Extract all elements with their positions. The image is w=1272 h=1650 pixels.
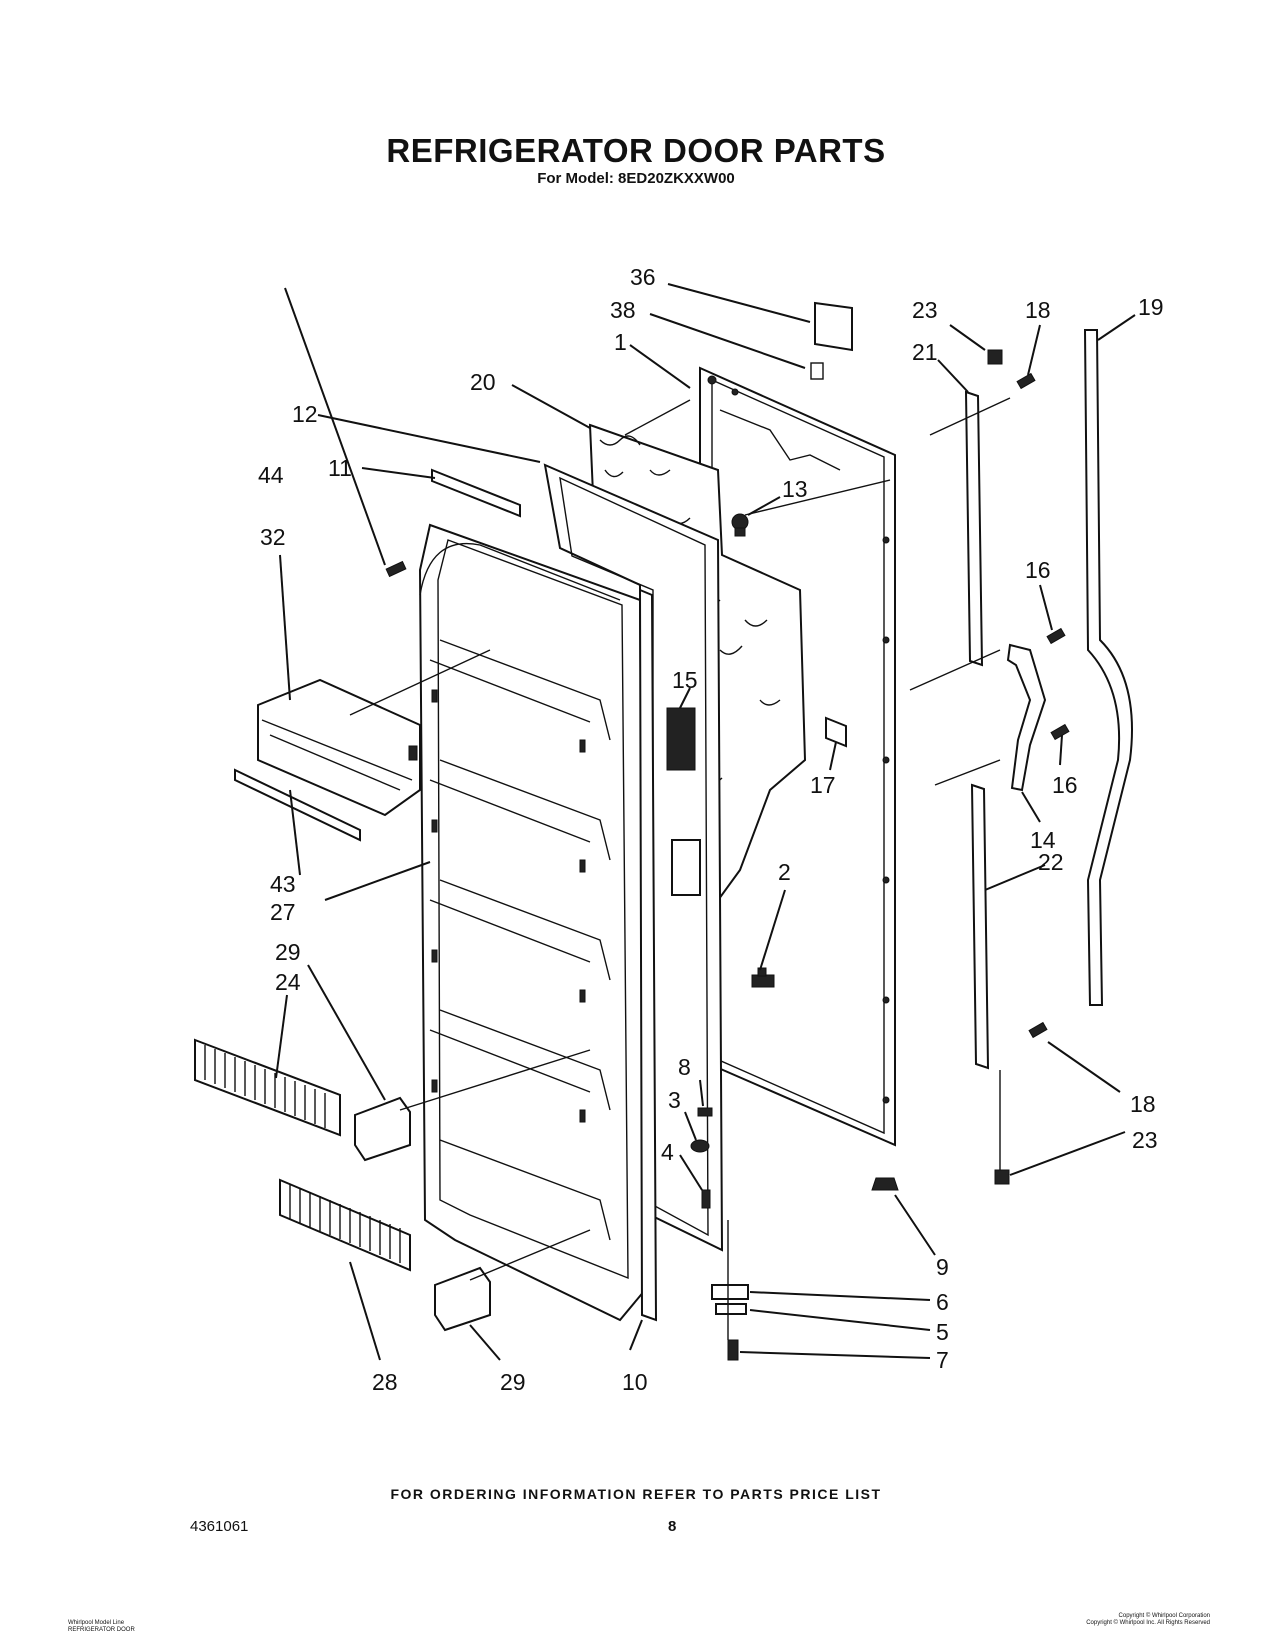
callout-13: 13 xyxy=(782,476,808,502)
part-21-upper-trim xyxy=(964,390,984,667)
part-15-pad-lower xyxy=(671,839,701,896)
part-28-shelf-rail xyxy=(279,1178,411,1272)
callout-2: 2 xyxy=(778,859,791,885)
part-4-screw xyxy=(701,1189,711,1209)
callout-5: 5 xyxy=(936,1319,949,1345)
callout-14: 14 xyxy=(1030,827,1056,853)
callout-27: 27 xyxy=(270,899,296,925)
footer-small-left-line2: REFRIGERATOR DOOR xyxy=(68,1627,135,1633)
part-44-screw xyxy=(385,560,407,578)
assembly-guide-lines xyxy=(349,397,1011,1340)
callout-24: 24 xyxy=(275,969,301,995)
callout-11: 11 xyxy=(328,455,352,481)
part-36-label-plate xyxy=(814,301,853,352)
callout-20: 20 xyxy=(470,369,496,395)
footer-small-right: Copyright © Whirlpool Corporation Copyri… xyxy=(1086,1613,1210,1627)
part-9-hinge-pin xyxy=(871,1177,899,1191)
callout-43: 43 xyxy=(270,871,296,897)
page-title: REFRIGERATOR DOOR PARTS xyxy=(386,132,886,169)
footer-small-right-line2: Copyright © Whirlpool Inc. All Rights Re… xyxy=(1086,1620,1210,1626)
callout-leaders xyxy=(275,283,1136,1361)
part-5-spacer xyxy=(715,1303,747,1315)
callout-36: 36 xyxy=(630,264,656,290)
ordering-note: FOR ORDERING INFORMATION REFER TO PARTS … xyxy=(390,1486,882,1502)
part-29-end-cap-upper xyxy=(354,1096,411,1162)
part-13-bumper xyxy=(731,513,749,537)
callout-7: 7 xyxy=(936,1347,949,1373)
part-6-hinge-bracket xyxy=(711,1284,749,1300)
part-3-bushing xyxy=(690,1139,710,1153)
part-10-edge-strip xyxy=(638,588,658,1322)
callout-32: 32 xyxy=(260,524,286,550)
callout-28: 28 xyxy=(372,1369,398,1395)
callout-18-lower: 18 xyxy=(1130,1091,1156,1117)
footer-small-left-line1: Whirlpool Model Line xyxy=(68,1620,125,1626)
callout-23-upper: 23 xyxy=(912,297,938,323)
callout-10: 10 xyxy=(622,1369,648,1395)
part-23-cap-upper xyxy=(987,349,1003,365)
callout-44: 44 xyxy=(258,462,284,488)
callout-18-upper: 18 xyxy=(1025,297,1051,323)
callout-9: 9 xyxy=(936,1254,949,1280)
part-17-clip xyxy=(825,716,847,748)
part-18-screw-lower xyxy=(1028,1021,1048,1039)
model-subtitle: For Model: 8ED20ZKXXW00 xyxy=(537,170,735,187)
callout-3: 3 xyxy=(668,1087,681,1113)
callout-23-lower: 23 xyxy=(1132,1127,1158,1153)
callout-12: 12 xyxy=(292,401,318,427)
part-38-tag xyxy=(810,362,824,380)
part-11-top-strip xyxy=(431,468,521,518)
callout-38: 38 xyxy=(610,297,636,323)
part-22-lower-trim xyxy=(970,783,990,1070)
callout-16-lower: 16 xyxy=(1052,772,1078,798)
callout-4: 4 xyxy=(661,1139,674,1165)
part-18-screw-upper xyxy=(1016,372,1036,390)
part-16-screw-upper xyxy=(1046,627,1066,645)
callout-17: 17 xyxy=(810,772,836,798)
callout-29-lower: 29 xyxy=(500,1369,526,1395)
callout-1: 1 xyxy=(614,329,627,355)
part-27-inner-door-liner xyxy=(418,523,647,1322)
callout-22: 22 xyxy=(1038,849,1064,875)
callout-16-upper: 16 xyxy=(1025,557,1051,583)
callout-19: 19 xyxy=(1138,294,1164,320)
callout-29-upper: 29 xyxy=(275,939,301,965)
callout-15: 15 xyxy=(672,667,698,693)
part-7-screw xyxy=(727,1339,739,1361)
part-43-trim-strip xyxy=(234,768,361,842)
page-number: 8 xyxy=(668,1518,677,1535)
part-32-dairy-door xyxy=(257,678,421,817)
callout-6: 6 xyxy=(936,1289,949,1315)
callout-8: 8 xyxy=(678,1054,691,1080)
part-19-gasket-strip xyxy=(1083,329,1133,1006)
part-15-pad-upper xyxy=(666,707,696,771)
callout-labels: 36 38 1 20 12 11 44 32 13 23 18 19 21 16… xyxy=(258,264,1164,1395)
footer-small-right-line1: Copyright © Whirlpool Corporation xyxy=(1118,1613,1210,1619)
part-14-hinge xyxy=(1006,643,1047,792)
footer-small-left: Whirlpool Model Line REFRIGERATOR DOOR xyxy=(68,1620,135,1634)
part-24-shelf-rail xyxy=(194,1038,341,1137)
callout-21: 21 xyxy=(912,339,938,365)
part-16-screw-lower xyxy=(1050,723,1070,741)
document-number: 4361061 xyxy=(190,1518,249,1535)
part-2-door-stop xyxy=(751,967,775,988)
part-23-cap-lower xyxy=(994,1169,1010,1185)
part-29-end-cap-lower xyxy=(434,1266,491,1332)
part-8-washer xyxy=(697,1107,713,1117)
